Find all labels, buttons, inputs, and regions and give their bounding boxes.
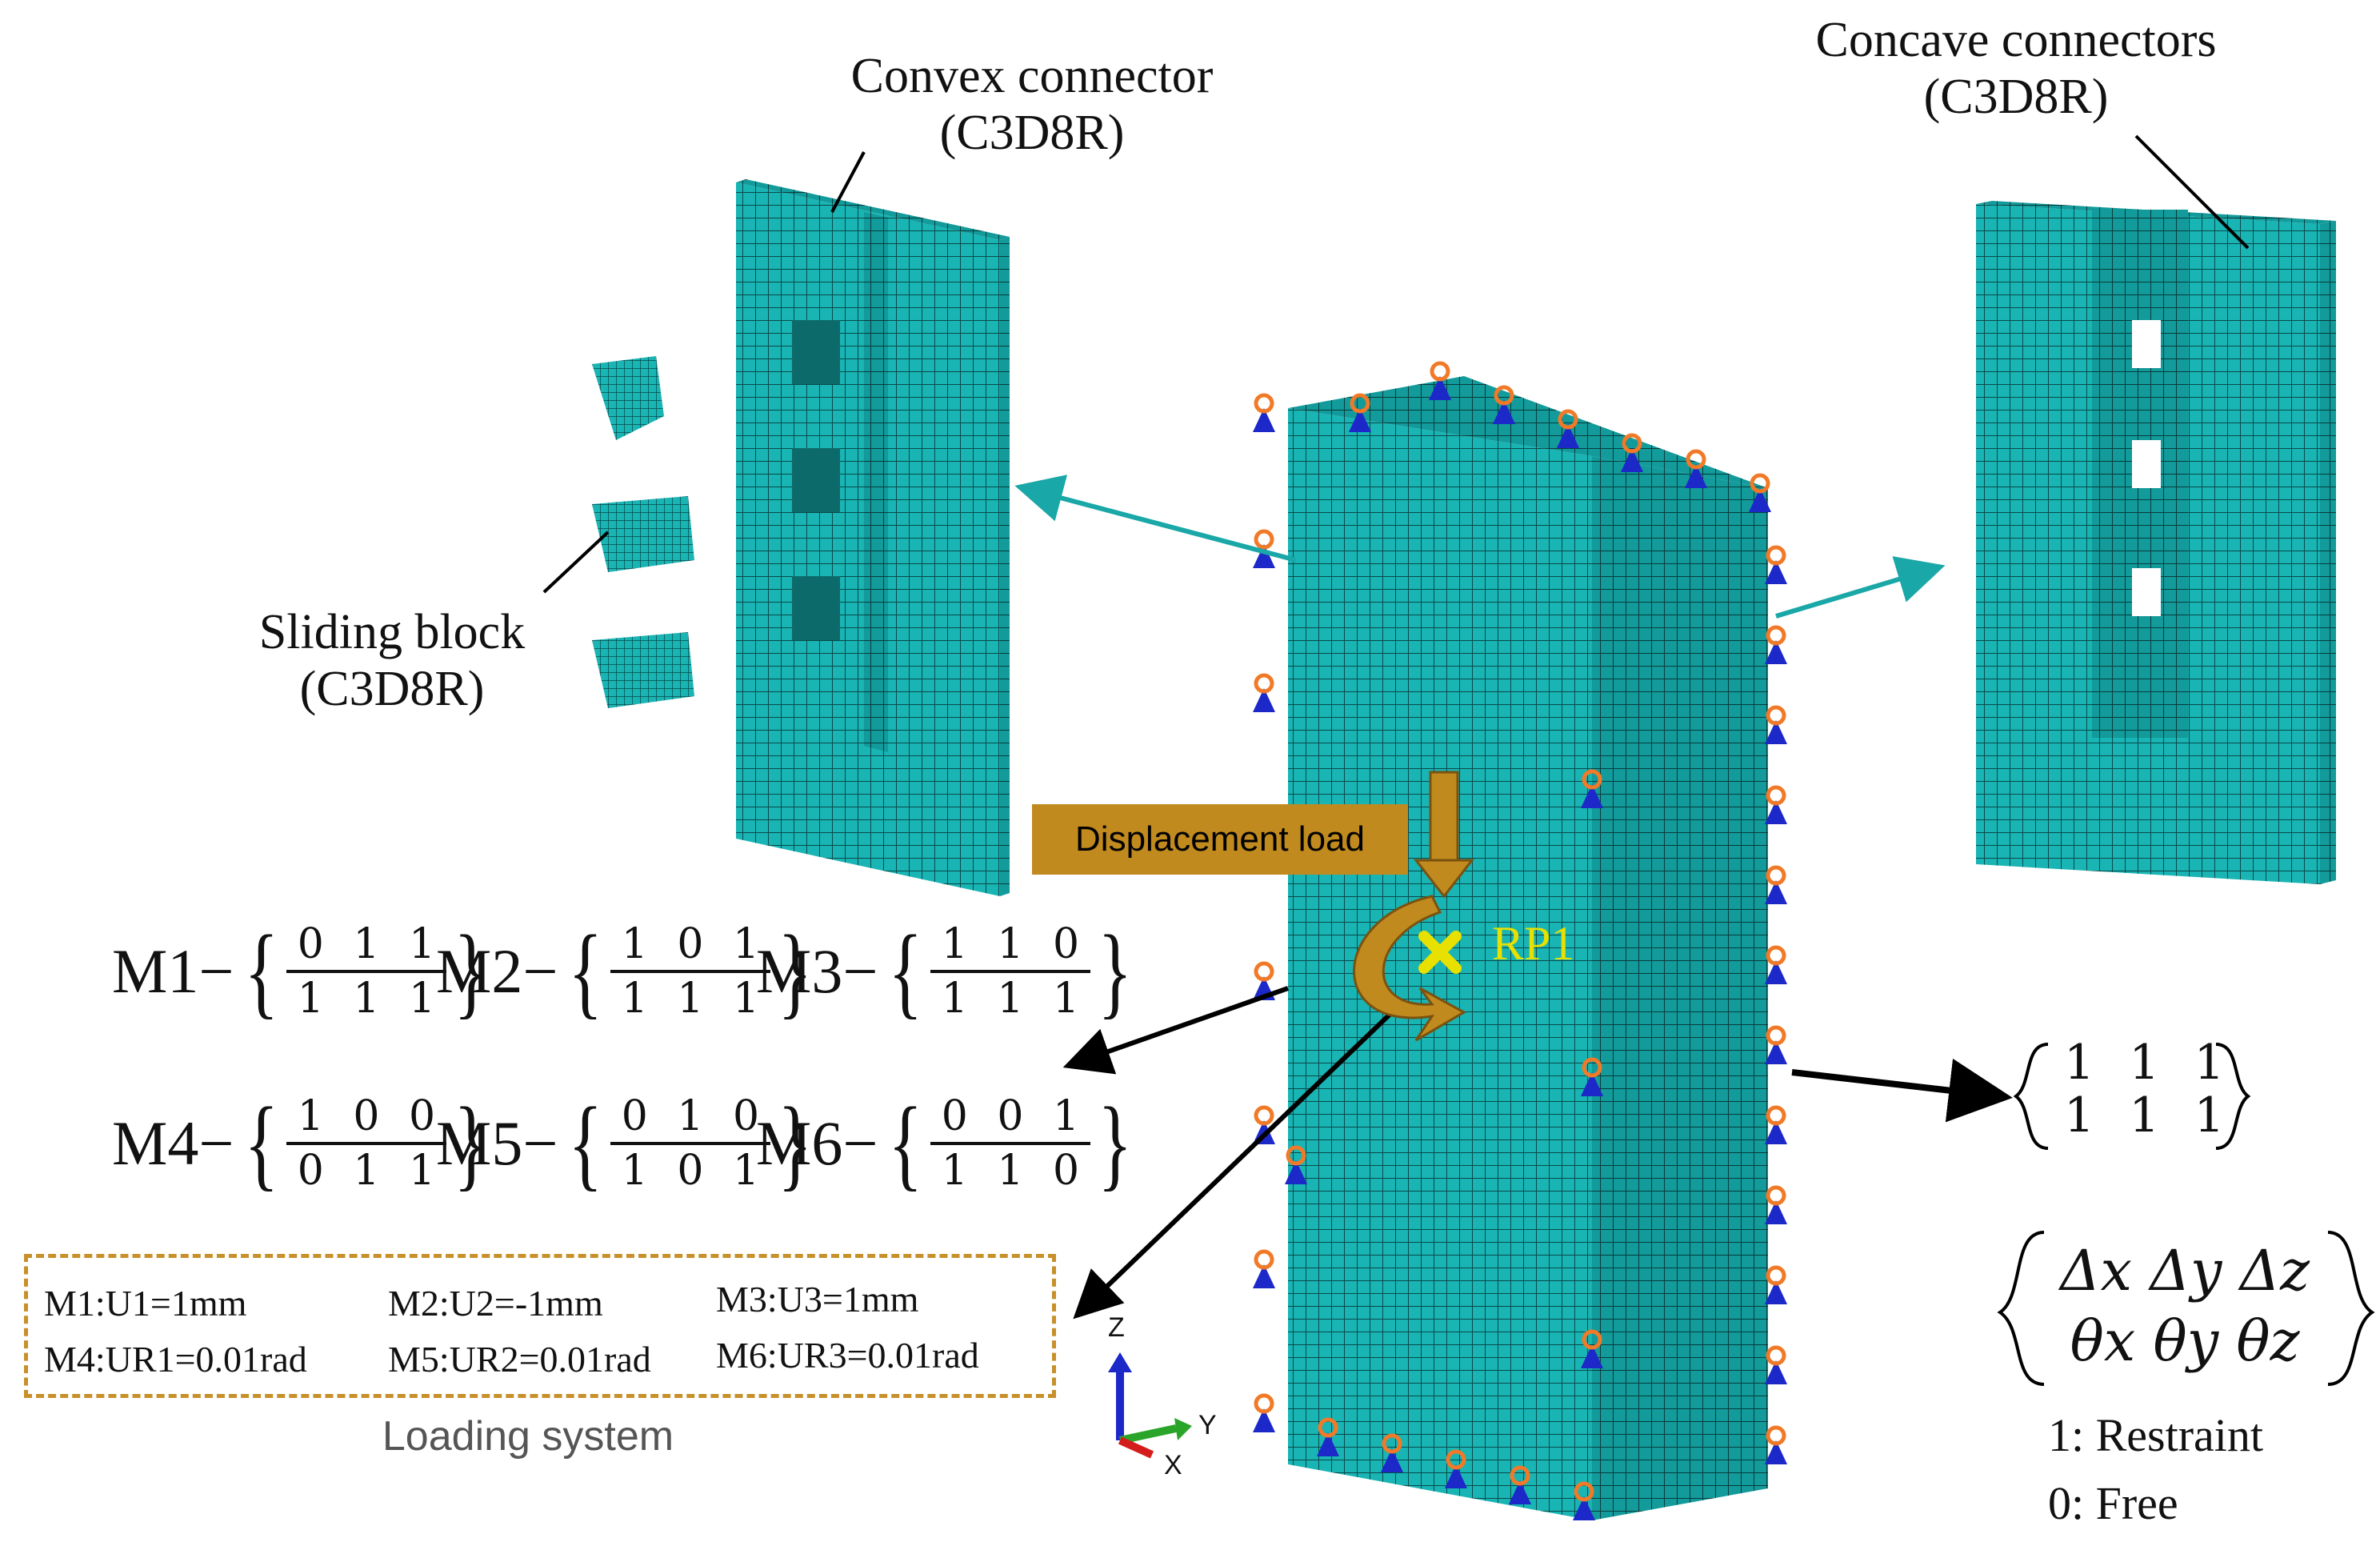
matrix-top-row: 0 1 0 [610, 1092, 771, 1145]
matrix-name: M4− [112, 1108, 234, 1178]
free-legend: 0: Free [2048, 1477, 2178, 1529]
convex-leader [830, 151, 866, 213]
matrix-name: M5− [436, 1108, 558, 1178]
matrix-left-brace: { [568, 1087, 603, 1200]
dof-right-brace [2327, 1231, 2375, 1386]
matrix-bottom-row: 0 1 1 [297, 1147, 444, 1195]
restraint-vector: 1 1 1 1 1 1 [2064, 1035, 2234, 1143]
matrix-right-brace: } [1098, 1087, 1133, 1200]
main-wall-body [1288, 376, 1768, 1520]
matrix-bottom-row: 1 1 1 [941, 975, 1088, 1023]
matrix-bottom-row: 1 1 0 [941, 1147, 1088, 1195]
matrix-left-brace: { [888, 1087, 923, 1200]
matrix-top-row: 1 0 1 [610, 920, 771, 973]
restraint-pointer-arrow [1791, 1058, 2013, 1123]
matrix-left-brace: { [888, 915, 923, 1028]
displacement-arrow [1413, 771, 1475, 899]
matrix-bottom-row: 1 1 1 [297, 975, 444, 1023]
matrix-pointer-arrow [1062, 986, 1289, 1075]
matrix-name: M2− [436, 936, 558, 1006]
sliding-leader [542, 531, 610, 594]
matrix-top-row: 0 0 1 [930, 1092, 1091, 1145]
axis-z-label: Z [1108, 1312, 1125, 1343]
axis-y-label: Y [1198, 1410, 1217, 1440]
matrix-bottom-row: 1 1 1 [621, 975, 768, 1023]
matrix-name: M1− [112, 936, 234, 1006]
matrix-name: M6− [756, 1108, 878, 1178]
matrix-bottom-row: 1 0 1 [621, 1147, 768, 1195]
rp1-label: RP1 [1492, 917, 1575, 970]
matrix-top-row: 0 1 1 [286, 920, 447, 973]
restraint-right-brace [2215, 1043, 2251, 1150]
restraint-left-brace [2013, 1043, 2049, 1150]
axis-x-label: X [1164, 1450, 1182, 1480]
matrix-right-brace: } [454, 1087, 489, 1200]
matrix-top-row: 1 0 0 [286, 1092, 447, 1145]
loading-m1: M1:U1=1mm [44, 1283, 247, 1324]
axis-triad [1108, 1352, 1192, 1459]
loading-m2: M2:U2=-1mm [388, 1283, 603, 1324]
convex-connector [736, 179, 1010, 896]
concave-label: Concave connectors(C3D8R) [1815, 13, 2217, 125]
loading-m4: M4:UR1=0.01rad [44, 1339, 307, 1380]
loading-pointer-arrow [1073, 1010, 1394, 1320]
loading-m3: M3:U3=1mm [716, 1279, 919, 1320]
loading-m5: M5:UR2=0.01rad [388, 1339, 651, 1380]
displacement-load-label: Displacement load [1032, 804, 1408, 875]
matrix-top-row: 1 1 0 [930, 920, 1091, 973]
loading-system-caption: Loading system [382, 1413, 674, 1460]
concave-leader [2134, 134, 2250, 250]
matrix-left-brace: { [244, 1087, 279, 1200]
restraint-legend: 1: Restraint [2048, 1409, 2264, 1461]
sliding-block-label: Sliding block(C3D8R) [258, 605, 526, 717]
dof-left-brace [1997, 1231, 2045, 1386]
matrix-right-brace: } [778, 1087, 813, 1200]
sliding-blocks [592, 356, 694, 708]
rotation-arrow [1353, 895, 1467, 1042]
matrix-left-brace: { [568, 915, 603, 1028]
concave-explode-arrow [1775, 556, 1946, 619]
convex-label: Convex connector(C3D8R) [850, 49, 1214, 161]
matrix-right-brace: } [778, 915, 813, 1028]
loading-system-box: M1:U1=1mm M2:U2=-1mm M3:U3=1mm M4:UR1=0.… [24, 1254, 1056, 1398]
dof-vector: Δx Δy Δz θx θy θz [2060, 1238, 2310, 1374]
matrix-name: M3− [756, 936, 878, 1006]
matrix-right-brace: } [454, 915, 489, 1028]
matrix-left-brace: { [244, 915, 279, 1028]
matrix-right-brace: } [1098, 915, 1133, 1028]
rp1-marker [1418, 931, 1462, 974]
convex-explode-arrow [1014, 475, 1297, 563]
concave-connector [1976, 201, 2336, 884]
loading-m6: M6:UR3=0.01rad [716, 1335, 979, 1376]
